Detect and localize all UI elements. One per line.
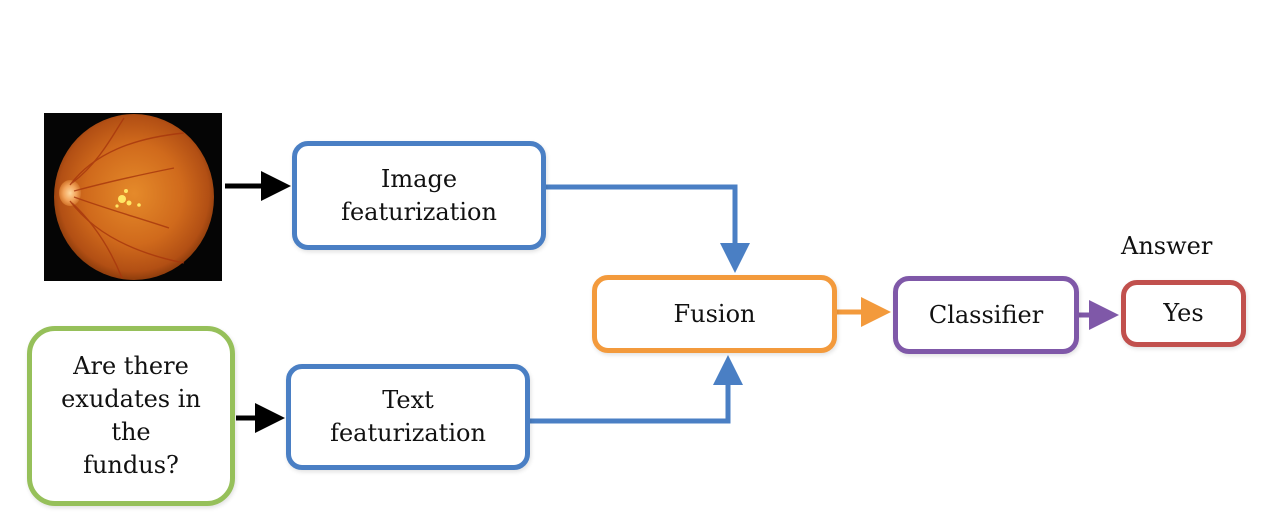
fusion-box: Fusion xyxy=(592,275,837,353)
question-line4: fundus? xyxy=(83,451,179,479)
image-featurization-line1: Image xyxy=(380,164,458,193)
answer-box: Yes xyxy=(1121,280,1246,347)
answer-value: Yes xyxy=(1163,299,1204,327)
arrow-image-featurization-to-fusion xyxy=(546,184,750,273)
image-featurization-line2: featurization xyxy=(341,197,497,226)
question-line2: exudates in xyxy=(61,385,201,413)
text-featurization-line1: Text xyxy=(382,386,434,414)
question-line1: Are there xyxy=(73,352,189,380)
fusion-label: Fusion xyxy=(673,299,756,328)
image-featurization-box: Image featurization xyxy=(292,141,546,250)
classifier-box: Classifier xyxy=(893,276,1079,354)
question-line3: the xyxy=(111,418,151,446)
text-featurization-box: Text featurization xyxy=(286,364,530,470)
answer-label: Answer xyxy=(1121,232,1213,260)
arrow-text-featurization-to-fusion xyxy=(530,355,743,424)
text-featurization-line2: featurization xyxy=(330,419,486,447)
classifier-label: Classifier xyxy=(928,300,1044,329)
fundus-image xyxy=(44,113,222,281)
question-box: Are there exudates in the fundus? xyxy=(27,326,235,506)
